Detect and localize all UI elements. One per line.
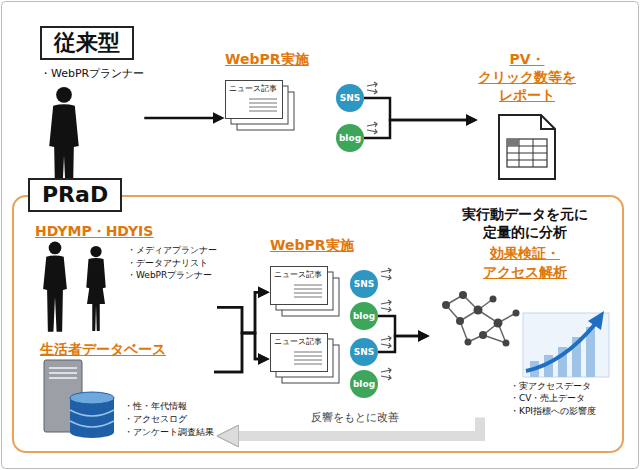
- team-figure: HDYMP・HDYIS・メディアプランナー・データアナリスト・WebPRプランナ…: [35, 222, 217, 335]
- flow-arrow: [214, 333, 266, 372]
- share-arrows: [366, 121, 380, 135]
- report-icon: [497, 113, 557, 181]
- section-heading: WebPR実施: [270, 236, 354, 254]
- bullet-list: ・メディアプランナー・データアナリスト・WebPRプランナー: [127, 240, 217, 335]
- report-document: PV・クリック数等を レポート: [478, 50, 576, 181]
- blog-circle: blog: [350, 302, 378, 330]
- member-role: ・データアナリスト: [127, 257, 217, 270]
- member-role: ・WebPRプランナー: [127, 269, 217, 282]
- circle-label: blog: [339, 133, 361, 143]
- share-arrows-shape: [367, 82, 377, 94]
- bullet-list: ・実アクセスデータ・CV・売上データ・KPI指標への影響度: [510, 380, 620, 418]
- news-article-stack: WebPR実施ニュース記事: [270, 236, 354, 318]
- report-icon-shape: [499, 115, 555, 179]
- share-arrows-shape: [381, 336, 391, 348]
- document-shape: ニュース記事: [270, 266, 340, 318]
- circle-label: blog: [353, 379, 375, 389]
- people-silhouettes-shape: [43, 242, 106, 332]
- figure-row: ・メディアプランナー・データアナリスト・WebPRプランナー: [35, 240, 217, 335]
- flow-arrow: [364, 120, 474, 138]
- metric-item: ・CV・売上データ: [510, 392, 620, 405]
- section-heading: WebPR実施: [225, 50, 309, 68]
- share-arrows: [380, 267, 394, 281]
- document-label: ニュース記事: [274, 269, 322, 280]
- share-arrows-shape: [381, 300, 391, 312]
- section-heading: 生活者データベース: [40, 340, 214, 358]
- analysis-panel: 実行動データを元に 定量的に分析効果検証・ アクセス解析・実アクセスデータ・CV…: [430, 205, 620, 418]
- news-article-stack: WebPR実施ニュース記事: [225, 50, 309, 132]
- section-title-box: 従来型: [40, 26, 134, 60]
- analysis-illustration-shape: [442, 291, 609, 377]
- blog-circle: blog: [350, 370, 378, 398]
- region-title: PRaD: [28, 178, 122, 212]
- document-shape: ニュース記事: [225, 80, 295, 132]
- blog-circle: blog: [336, 124, 364, 152]
- people-silhouettes: [35, 240, 123, 335]
- consumer-database: 生活者データベース・性・年代情報・アクセスログ・アンケート調査結果: [40, 340, 214, 438]
- circle-label: blog: [353, 311, 375, 321]
- document-label: ニュース記事: [274, 336, 322, 347]
- sns-circle: SNS: [350, 338, 378, 366]
- section-heading: 効果検証・ アクセス解析: [483, 244, 567, 280]
- section-title: 従来型: [40, 26, 134, 60]
- circle-label: SNS: [354, 347, 375, 357]
- data-item: ・アンケート調査結果: [124, 426, 214, 439]
- share-arrows: [380, 367, 394, 381]
- document-shape: ニュース記事: [270, 333, 340, 385]
- analysis-heading: 実行動データを元に 定量的に分析: [462, 205, 588, 241]
- share-arrows: [380, 335, 394, 349]
- member-role: ・メディアプランナー: [127, 244, 217, 257]
- bullet-list: ・性・年代情報・アクセスログ・アンケート調査結果: [124, 400, 214, 438]
- sns-circle: SNS: [336, 84, 364, 112]
- analysis-illustration: [438, 285, 613, 380]
- share-arrows: [366, 81, 380, 95]
- section-heading: PV・クリック数等を レポート: [478, 50, 576, 105]
- flow-arrow: [378, 316, 426, 336]
- database-server-icon-shape: [44, 360, 114, 438]
- edge-label: 反響をもとに改善: [308, 410, 402, 425]
- figure-row: ・性・年代情報・アクセスログ・アンケート調査結果: [40, 358, 214, 438]
- share-arrows: [380, 299, 394, 313]
- data-item: ・性・年代情報: [124, 400, 214, 413]
- document-stack-shape: [271, 334, 340, 384]
- document-stack-shape: [271, 267, 340, 317]
- database-server-icon: [40, 358, 120, 438]
- role-text: ・WebPRプランナー: [40, 66, 144, 81]
- data-item: ・アクセスログ: [124, 413, 214, 426]
- share-arrows-shape: [367, 122, 377, 134]
- news-article-stack: ニュース記事: [270, 333, 340, 385]
- circle-label: SNS: [354, 279, 375, 289]
- flow-arrow: [378, 336, 426, 352]
- flow-arrow: [144, 117, 221, 120]
- sns-circle: SNS: [350, 270, 378, 298]
- circle-label: SNS: [340, 93, 361, 103]
- share-arrows-shape: [381, 368, 391, 380]
- document-label: ニュース記事: [229, 83, 277, 94]
- flow-arrow: [214, 292, 266, 372]
- document-stack-shape: [226, 81, 295, 131]
- flow-arrow: [364, 98, 474, 120]
- section-heading: HDYMP・HDYIS: [35, 222, 217, 240]
- metric-item: ・実アクセスデータ: [510, 380, 620, 393]
- metric-item: ・KPI指標への影響度: [510, 405, 620, 418]
- share-arrows-shape: [381, 268, 391, 280]
